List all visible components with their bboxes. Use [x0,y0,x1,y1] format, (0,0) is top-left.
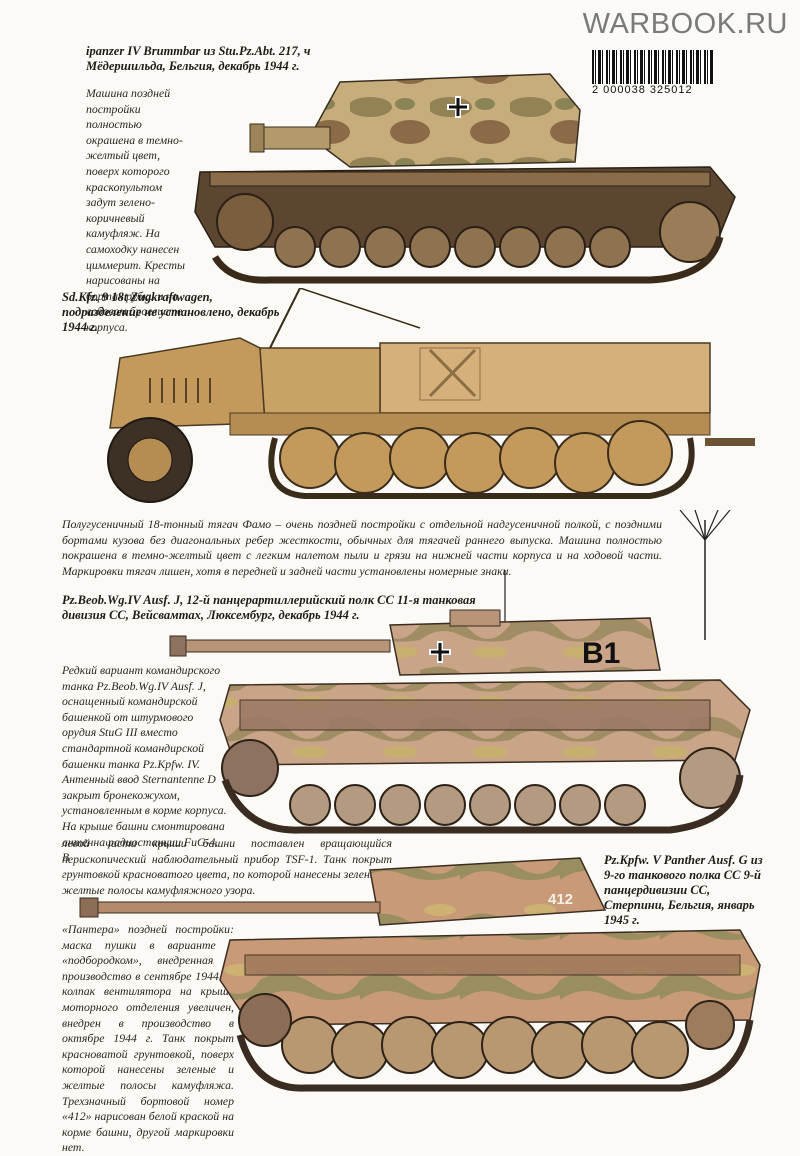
barcode-number: 2 000038 325012 [592,84,693,96]
pzbeob-illustration: B1 [150,510,760,840]
brummbar-caption: ipanzer IV Brummbar из Stu.Pz.Abt. 217, … [86,44,311,73]
barcode-bars [592,50,714,84]
panther-caption: Pz.Kpfw. V Panther Ausf. G из 9-го танко… [604,853,763,927]
barcode: 2 000038 325012 [592,50,714,96]
famo-description: Полугусеничный 18-тонный тягач Фамо – оч… [62,517,662,578]
pzbeob-caption: Pz.Beob.Wg.IV Ausf. J, 12-й панцерартилл… [62,593,476,622]
brummbar-description: Машина поздней постройки полностью окраш… [86,86,186,334]
pzbeob-description-bottom: левой части крыши башни поставлен вращаю… [62,836,392,897]
pzbeob-turret-marking: B1 [582,637,620,670]
watermark: WARBOOK.RU [582,8,788,40]
panther-illustration: 412 [60,840,770,1102]
famo-caption: Sd.Kfz. 9 18t Zugkraftwagen, подразделен… [62,290,280,334]
brummbar-illustration [190,32,750,290]
panther-turret-marking: 412 [548,891,573,908]
pzbeob-description-left: Редкий вариант командирского танка Pz.Be… [62,663,227,865]
famo-illustration [90,288,770,513]
